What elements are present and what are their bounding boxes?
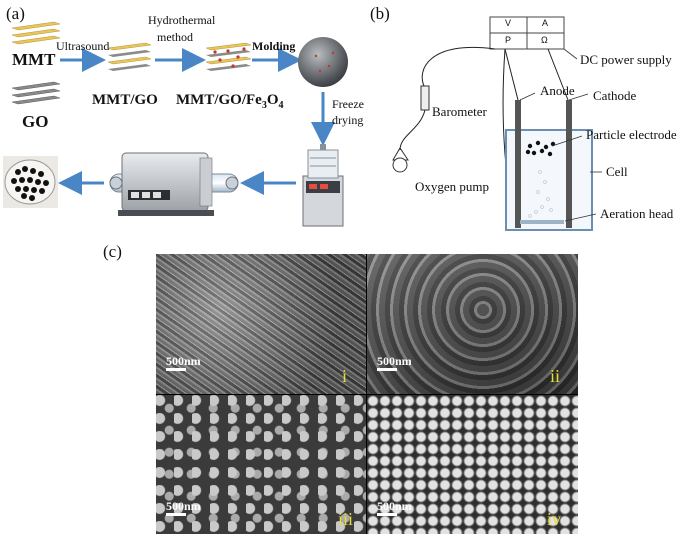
scale-label: 500nm xyxy=(166,354,201,368)
aeration-bubbles xyxy=(528,170,553,218)
scale-label: 500nm xyxy=(377,354,412,368)
mmt-go-fe3o4-stack-icon xyxy=(205,42,252,71)
sem-image-iv: 500nm iv xyxy=(367,395,578,534)
panel-c-label: (c) xyxy=(103,242,122,261)
panel-a-label: (a) xyxy=(6,4,25,23)
mmt-go-label: MMT/GO xyxy=(92,92,158,108)
aeration-head-label: Aeration head xyxy=(600,206,674,221)
meter-v: V xyxy=(505,18,512,28)
sem-image-i: 500nm i xyxy=(156,254,366,394)
fe-subscript-3: 3 xyxy=(261,100,267,111)
mmt-go-fe3o4-label: MMT/GO/Fe3O4 xyxy=(176,92,283,111)
go-label: GO xyxy=(22,112,49,131)
scale-label: 500nm xyxy=(166,499,201,513)
product-dish-icon xyxy=(3,156,58,208)
mmt-sheets-icon xyxy=(11,21,61,45)
mmt-label: MMT xyxy=(12,50,56,69)
scale-bar xyxy=(166,513,186,516)
anode-label: Anode xyxy=(540,83,575,98)
meter-ohm: Ω xyxy=(541,35,548,45)
tube-furnace-icon xyxy=(109,152,239,216)
image-roman-label: iv xyxy=(547,509,562,529)
scale-bar xyxy=(377,368,397,371)
cathode-label: Cathode xyxy=(593,88,637,103)
scale-bar xyxy=(377,513,397,516)
mmt-go-fe-text: MMT/GO/Fe xyxy=(176,92,262,108)
barometer-icon xyxy=(399,85,430,151)
oxygen-pump-icon xyxy=(392,147,409,173)
ultrasound-label: Ultrasound xyxy=(56,39,110,53)
scale-bar xyxy=(166,368,186,371)
freeze-label-1: Freeze xyxy=(332,97,364,111)
panel-b-label: (b) xyxy=(370,4,390,23)
hydrothermal-label-1: Hydrothermal xyxy=(148,13,216,27)
o-text: O xyxy=(266,92,279,108)
hydrothermal-label-2: method xyxy=(157,30,193,44)
meter-a: A xyxy=(542,18,549,28)
image-roman-label: i xyxy=(342,366,348,386)
scale-label: 500nm xyxy=(377,499,412,513)
freeze-dryer-icon xyxy=(302,144,344,227)
particle-electrode-label: Particle electrode xyxy=(586,127,677,142)
image-roman-label: iii xyxy=(338,509,354,529)
dc-power-supply-box xyxy=(489,16,578,60)
barometer-label: Barometer xyxy=(432,104,487,119)
o-subscript-4: 4 xyxy=(278,100,284,111)
electrolytic-cell xyxy=(505,100,593,231)
sem-image-grid: 500nm i 500nm ii 500nm iii 500nm iv xyxy=(156,254,578,534)
image-roman-label: ii xyxy=(550,366,561,386)
mmt-go-stack-icon xyxy=(107,42,152,71)
dc-power-supply-label: DC power supply xyxy=(580,52,672,67)
cell-label: Cell xyxy=(606,164,628,179)
meter-p: P xyxy=(505,35,512,45)
sem-image-iii: 500nm iii xyxy=(156,395,366,534)
freeze-label-2: drying xyxy=(332,113,364,127)
molding-label: Molding xyxy=(252,39,296,53)
molded-sphere-icon xyxy=(298,37,348,87)
sem-image-ii: 500nm ii xyxy=(367,254,578,394)
go-sheets-icon xyxy=(11,81,61,105)
aeration-head-icon xyxy=(520,220,564,224)
oxygen-pump-label: Oxygen pump xyxy=(415,179,490,194)
